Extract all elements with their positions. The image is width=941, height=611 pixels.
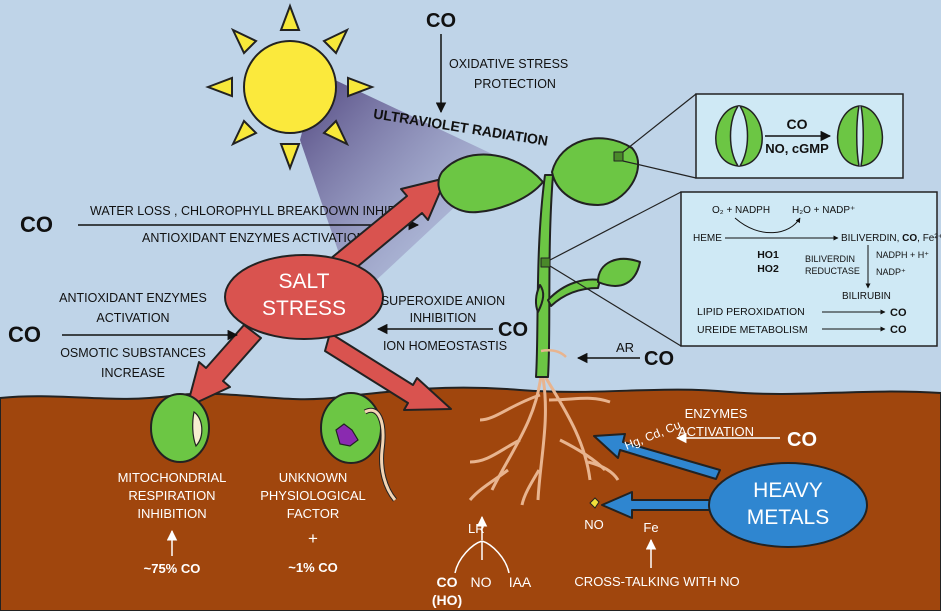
antioxidant-enzymes-line2: ACTIVATION	[96, 311, 169, 325]
ar-root-hair	[540, 349, 567, 358]
ho1-label: HO1	[757, 249, 779, 261]
osmotic-line1: OSMOTIC SUBSTANCES	[60, 346, 206, 360]
salt-line2: STRESS	[262, 297, 346, 320]
reductase-line1: BILIVERDIN	[805, 254, 855, 264]
unknown-pct: ~1% CO	[288, 560, 338, 575]
ho2-label: HO2	[757, 263, 779, 275]
ar-co-label: CO	[644, 348, 674, 370]
nadph-h: NADPH + H⁺	[876, 250, 929, 260]
roots-co: CO	[437, 574, 458, 590]
ion-homeostasis-text: ION HOMEOSTASTIS	[383, 339, 507, 353]
superoxide-line2: INHIBITION	[410, 311, 477, 325]
lipid-co: CO	[890, 307, 907, 319]
heme-connector-bottom	[549, 265, 682, 347]
plant-branch	[547, 278, 601, 307]
unknown-line3: FACTOR	[287, 506, 340, 521]
heme-result: BILIVERDIN, CO, Fe²⁺	[841, 233, 941, 244]
stem-marker	[540, 257, 551, 268]
no-label: NO	[584, 517, 604, 532]
heme-co-text: CO	[902, 233, 917, 244]
mito-line1: MITOCHONDRIAL	[118, 470, 227, 485]
fe-label: Fe	[643, 520, 658, 535]
stomata-open-icon	[715, 105, 763, 167]
enzymes-line2: ACTIVATION	[678, 424, 754, 439]
no-granule-icon	[589, 497, 600, 509]
middle-co-label: CO	[498, 319, 528, 341]
osmotic-line2: INCREASE	[101, 366, 165, 380]
ar-label: AR	[616, 340, 634, 355]
seed-two-icon	[320, 392, 397, 502]
enzymes-line1: ENZYMES	[685, 406, 748, 421]
leaf-marker	[613, 151, 624, 162]
heavy-metals-arrows	[593, 433, 721, 519]
stomata-sub: NO, cGMP	[765, 141, 829, 156]
heme-reactants: O₂ + NADPH	[712, 205, 770, 216]
plant-leaf-left	[437, 153, 544, 214]
stomata-connector-top	[622, 93, 697, 153]
top-co-label: CO	[426, 10, 456, 32]
ureide-co: CO	[890, 324, 907, 336]
heme-box	[680, 191, 938, 347]
cross-talk-text: CROSS-TALKING WITH NO	[574, 574, 739, 589]
heme-connector-top	[549, 191, 682, 261]
left-lower-co: CO	[8, 322, 41, 347]
unknown-plus: +	[308, 529, 318, 548]
water-loss-text: WATER LOSS , CHLOROPHYLL BREAKDOWN INHIB…	[90, 204, 429, 218]
oxidative-line1: OXIDATIVE STRESS	[449, 57, 568, 71]
antioxidant-activation-text: ANTIOXIDANT ENZYMES ACTIVATION	[142, 231, 366, 245]
lipid-text: LIPID PEROXIDATION	[697, 306, 805, 318]
stomata-connector-bottom	[622, 160, 697, 179]
enzymes-co: CO	[787, 429, 817, 451]
plant-leaf-small	[597, 257, 641, 287]
mito-line3: INHIBITION	[137, 506, 206, 521]
unknown-line2: PHYSIOLOGICAL	[260, 488, 365, 503]
heavy-metals-ellipse	[708, 462, 868, 548]
mito-pct: ~75% CO	[144, 561, 201, 576]
roots-no: NO	[471, 574, 492, 590]
biliverdin-text: BILIVERDIN,	[841, 233, 902, 244]
fe-text: , Fe²⁺	[917, 233, 941, 244]
heme-label: HEME	[693, 233, 722, 244]
unknown-line1: UNKNOWN	[279, 470, 348, 485]
heavy-line2: METALS	[747, 506, 829, 529]
mito-line2: RESPIRATION	[128, 488, 215, 503]
sun-icon	[205, 3, 375, 171]
salt-stress-ellipse	[224, 254, 384, 340]
reductase-line2: REDUCTASE	[805, 266, 860, 276]
heme-products: H₂O + NADP⁺	[792, 205, 855, 216]
lr-converging-lines	[454, 540, 510, 574]
superoxide-line1: SUPEROXIDE ANION	[381, 294, 505, 308]
plant	[437, 137, 641, 506]
roots-iaa: IAA	[509, 574, 532, 590]
stomata-co: CO	[787, 116, 808, 132]
salt-stress-arrows	[186, 177, 452, 411]
left-upper-co: CO	[20, 212, 53, 237]
antioxidant-enzymes-line1: ANTIOXIDANT ENZYMES	[59, 291, 207, 305]
stomata-closed-icon	[836, 105, 884, 167]
salt-line1: SALT	[279, 270, 330, 293]
oxidative-line2: PROTECTION	[474, 77, 556, 91]
bilirubin-text: BILIRUBIN	[842, 291, 891, 302]
seed-one-icon	[150, 393, 210, 463]
ureide-text: UREIDE METABOLISM	[697, 324, 808, 336]
roots-ho: (HO)	[432, 592, 462, 608]
heme-o2-curve	[734, 217, 801, 234]
plant-leaf-lower	[534, 284, 545, 313]
heavy-line1: HEAVY	[753, 479, 823, 502]
plant-roots	[468, 374, 620, 506]
nadp-text: NADP⁺	[876, 267, 906, 277]
